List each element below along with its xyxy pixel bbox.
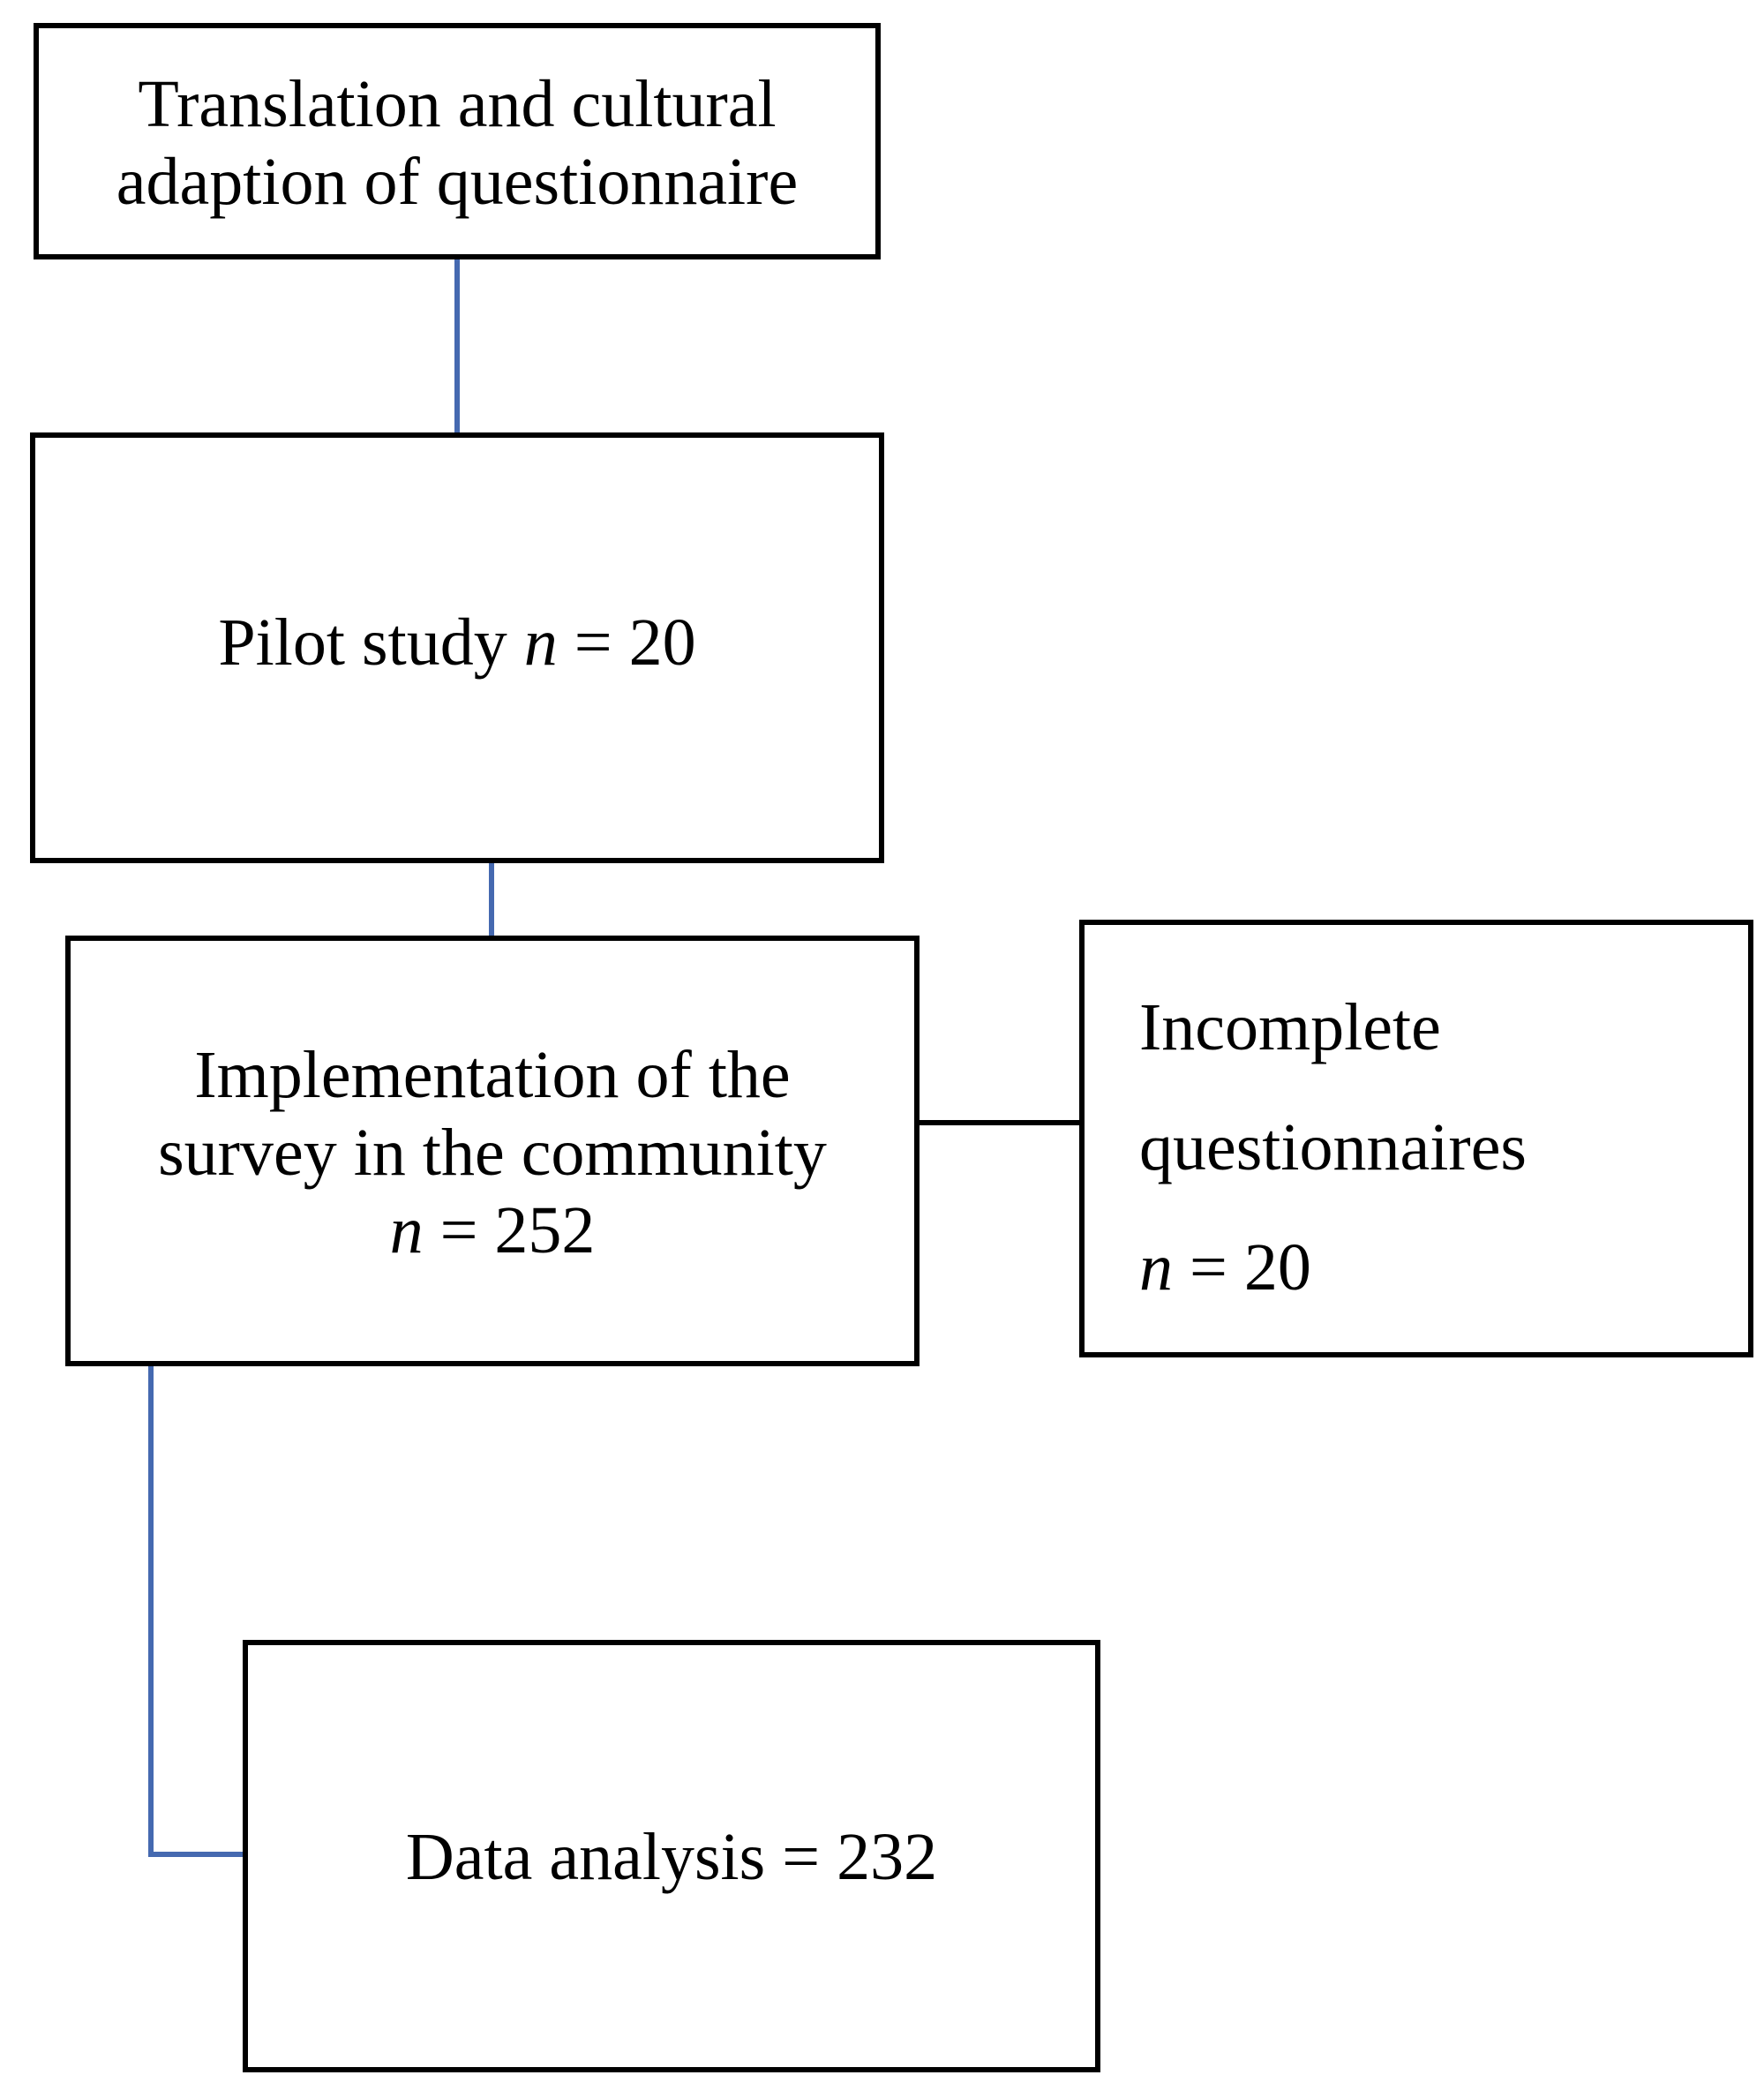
- translation-line-2: adaption of questionnaire: [116, 145, 799, 219]
- translation-text: Translation and cultural adaption of que…: [39, 65, 875, 221]
- implementation-line-2: survey in the community: [158, 1116, 827, 1190]
- data-analysis-box: Data analysis = 232: [243, 1640, 1100, 2072]
- implementation-text: Implementation of the survey in the comm…: [71, 1036, 914, 1269]
- pilot-study-label: Pilot study: [218, 605, 507, 680]
- incomplete-n-value: = 20: [1190, 1230, 1311, 1304]
- incomplete-line-1: Incomplete: [1139, 990, 1441, 1064]
- implementation-box: Implementation of the survey in the comm…: [65, 936, 920, 1366]
- implementation-n-symbol: n: [389, 1193, 424, 1267]
- data-analysis-label: Data analysis = 232: [405, 1820, 938, 1894]
- translation-box: Translation and cultural adaption of que…: [34, 23, 881, 259]
- incomplete-n-symbol: n: [1139, 1230, 1173, 1304]
- pilot-study-box: Pilot study n = 20: [30, 432, 884, 863]
- implementation-n-value: = 252: [439, 1193, 596, 1267]
- implementation-line-1: Implementation of the: [194, 1038, 791, 1112]
- incomplete-text: Incomplete questionnaires n = 20: [1139, 967, 1748, 1327]
- pilot-study-text: Pilot study n = 20: [35, 604, 879, 681]
- incomplete-questionnaires-box: Incomplete questionnaires n = 20: [1079, 920, 1753, 1357]
- connector-implementation-to-data-analysis: [148, 1366, 245, 1857]
- incomplete-line-3: n = 20: [1139, 1207, 1748, 1327]
- translation-line-1: Translation and cultural: [138, 67, 777, 141]
- pilot-study-n-symbol: n: [523, 605, 558, 680]
- data-analysis-text: Data analysis = 232: [248, 1818, 1095, 1896]
- pilot-study-n-value: = 20: [574, 605, 696, 680]
- implementation-line-3: n = 252: [71, 1192, 914, 1269]
- incomplete-line-2: questionnaires: [1139, 1110, 1528, 1184]
